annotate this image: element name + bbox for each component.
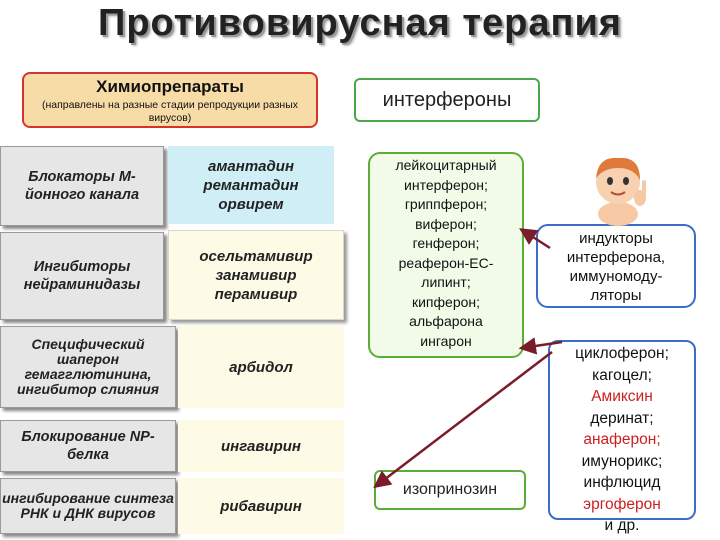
- arrow-leuko-to-inductors: [522, 230, 550, 248]
- arrow-isoprinosine-to-cyclo: [376, 352, 552, 486]
- arrow-leuko-to-cyclo: [522, 342, 562, 348]
